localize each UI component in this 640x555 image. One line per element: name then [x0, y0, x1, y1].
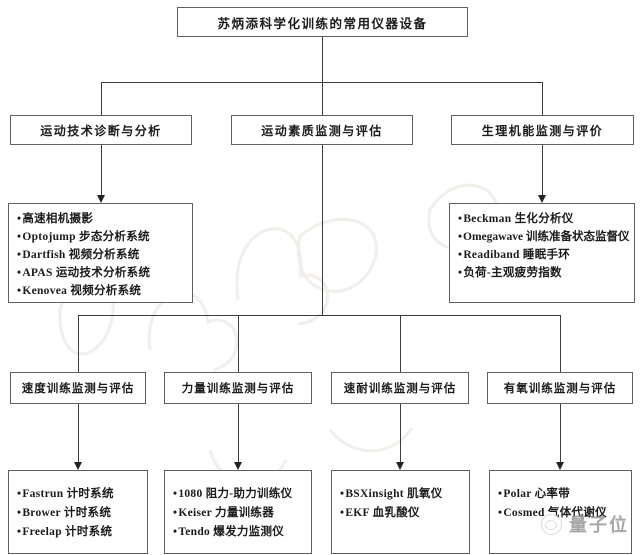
connector-drop-tech [101, 82, 102, 115]
branch-aerobic-label: 有氧训练监测与评估 [503, 383, 617, 395]
speed-equipment-list: Fastrun 计时系统 Brower 计时系统 Freelap 计时系统 [8, 470, 148, 554]
qbitai-watermark-text: 量子位 [569, 515, 629, 535]
list-item: Fastrun 计时系统 [17, 485, 143, 504]
list-item: Keiser 力量训练器 [173, 504, 307, 523]
branch-physio-label: 生理机能监测与评价 [481, 123, 604, 138]
connector-arrow-speed-endurance-list [400, 404, 401, 462]
list-item: Beckman 生化分析仪 [458, 210, 630, 228]
branch-tech-label: 运动技术诊断与分析 [40, 123, 162, 138]
list-item: Tendo 爆发力监测仪 [173, 523, 307, 542]
speed-endurance-equipment-list: BSXinsight 肌氧仪 EKF 血乳酸仪 [331, 470, 470, 554]
branch-speed-box: 速度训练监测与评估 [10, 372, 146, 404]
arrow-down-icon [234, 462, 242, 470]
connector-splitter-1 [101, 82, 542, 83]
root-title-box: 苏炳添科学化训练的常用仪器设备 [177, 7, 468, 37]
root-title: 苏炳添科学化训练的常用仪器设备 [217, 16, 428, 31]
list-item: Omegawave 训练准备状态监督仪 [458, 228, 630, 246]
connector-arrow-aerobic-list [560, 404, 561, 462]
branch-quality-box: 运动素质监测与评估 [231, 115, 413, 145]
connector-root-stem [322, 37, 323, 82]
list-item: BSXinsight 肌氧仪 [340, 485, 465, 504]
list-item: Dartfish 视频分析系统 [17, 246, 188, 264]
qbitai-logo-icon [541, 513, 562, 535]
aerobic-equipment-list: Polar 心率带 Cosmed 气体代谢仪 [489, 470, 632, 554]
branch-speed-endurance-box: 速耐训练监测与评估 [331, 372, 469, 404]
arrow-down-icon [74, 462, 82, 470]
connector-drop-speed [78, 315, 79, 372]
branch-aerobic-box: 有氧训练监测与评估 [487, 372, 633, 404]
connector-arrow-strength-list [238, 404, 239, 462]
arrow-down-icon [396, 462, 404, 470]
connector-arrow-physio-list [542, 145, 543, 195]
connector-drop-aerobic [560, 315, 561, 372]
branch-strength-label: 力量训练监测与评估 [181, 383, 295, 395]
connector-quality-stem [322, 145, 323, 315]
connector-splitter-2 [78, 315, 561, 316]
connector-arrow-tech-list [101, 145, 102, 195]
list-item: Polar 心率带 [498, 485, 627, 504]
list-item: 负荷-主观疲劳指数 [458, 264, 630, 282]
list-item: Kenovea 视频分析系统 [17, 282, 188, 300]
branch-speed-endurance-label: 速耐训练监测与评估 [343, 383, 457, 395]
connector-drop-quality [322, 82, 323, 115]
branch-tech-box: 运动技术诊断与分析 [10, 115, 192, 145]
list-item: Readiband 睡眠手环 [458, 246, 630, 264]
connector-drop-speed-endurance [400, 315, 401, 372]
list-item: Brower 计时系统 [17, 504, 143, 523]
arrow-down-icon [538, 195, 546, 203]
physio-equipment-list: Beckman 生化分析仪 Omegawave 训练准备状态监督仪 Readib… [449, 203, 635, 303]
list-item: APAS 运动技术分析系统 [17, 264, 188, 282]
arrow-down-icon [556, 462, 564, 470]
tech-equipment-list: 高速相机摄影 Optojump 步态分析系统 Dartfish 视频分析系统 A… [8, 203, 193, 303]
list-item: EKF 血乳酸仪 [340, 504, 465, 523]
list-item: Optojump 步态分析系统 [17, 228, 188, 246]
qbitai-watermark: 量子位 [541, 511, 629, 537]
connector-drop-physio [542, 82, 543, 115]
list-item: Freelap 计时系统 [17, 523, 143, 542]
connector-arrow-speed-list [78, 404, 79, 462]
list-item: 高速相机摄影 [17, 210, 188, 228]
strength-equipment-list: 1080 阻力-助力训练仪 Keiser 力量训练器 Tendo 爆发力监测仪 [164, 470, 312, 554]
arrow-down-icon [97, 195, 105, 203]
connector-drop-strength [238, 315, 239, 372]
branch-speed-label: 速度训练监测与评估 [21, 383, 135, 395]
list-item: Cosmed 气体代谢仪 [498, 504, 627, 523]
branch-physio-box: 生理机能监测与评价 [451, 115, 634, 145]
list-item: 1080 阻力-助力训练仪 [173, 485, 307, 504]
branch-quality-label: 运动素质监测与评估 [261, 123, 383, 138]
branch-strength-box: 力量训练监测与评估 [164, 372, 312, 404]
